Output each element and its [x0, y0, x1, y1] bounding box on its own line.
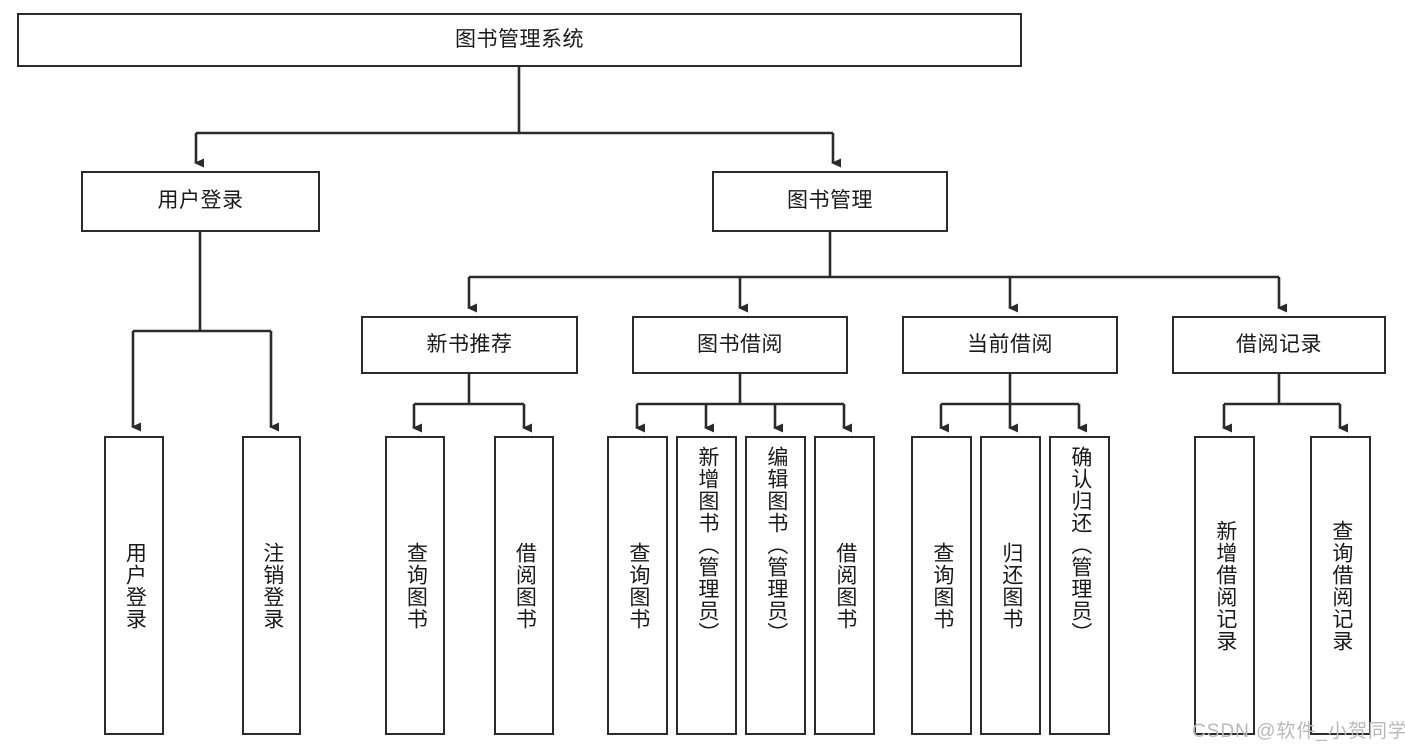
node-current-borrow[interactable]: 当前借阅 [902, 316, 1118, 374]
node-leaf-edit-book[interactable]: 编辑图书（管理员） [745, 436, 806, 735]
node-leaf-borrow-book-2-label: 借阅图书 [833, 541, 857, 630]
node-leaf-user-login-label: 用户登录 [123, 541, 147, 630]
node-leaf-add-record[interactable]: 新增借阅记录 [1194, 436, 1255, 735]
node-current-borrow-label: 当前借阅 [967, 332, 1053, 356]
node-leaf-confirm-return[interactable]: 确认归还（管理员） [1049, 436, 1110, 735]
node-leaf-borrow-book-1[interactable]: 借阅图书 [494, 436, 554, 735]
node-root-label: 图书管理系统 [455, 27, 584, 51]
node-user-login[interactable]: 用户登录 [81, 171, 320, 232]
node-borrow-record-label: 借阅记录 [1236, 332, 1322, 356]
node-leaf-query-book-3-label: 查询图书 [930, 541, 954, 630]
node-leaf-query-book-2-label: 查询图书 [626, 541, 650, 630]
node-leaf-borrow-book-2[interactable]: 借阅图书 [814, 436, 875, 735]
node-root[interactable]: 图书管理系统 [17, 13, 1022, 67]
node-leaf-logout-label: 注销登录 [260, 541, 284, 630]
node-new-book-recommend[interactable]: 新书推荐 [361, 316, 578, 374]
node-book-management[interactable]: 图书管理 [712, 171, 948, 232]
node-leaf-add-record-label: 新增借阅记录 [1213, 519, 1237, 652]
node-leaf-user-login[interactable]: 用户登录 [104, 436, 164, 735]
node-book-management-label: 图书管理 [787, 189, 873, 213]
node-leaf-add-book[interactable]: 新增图书（管理员） [676, 436, 737, 735]
node-leaf-query-book-3[interactable]: 查询图书 [911, 436, 972, 735]
node-leaf-edit-book-label: 编辑图书（管理员） [764, 446, 788, 644]
node-leaf-borrow-book-1-label: 借阅图书 [513, 541, 537, 630]
node-leaf-add-book-label: 新增图书（管理员） [695, 446, 719, 644]
node-leaf-query-book-1[interactable]: 查询图书 [385, 436, 445, 735]
node-borrow-record[interactable]: 借阅记录 [1172, 316, 1386, 374]
node-new-book-recommend-label: 新书推荐 [426, 332, 513, 356]
node-leaf-query-book-1-label: 查询图书 [404, 541, 428, 630]
node-book-borrow[interactable]: 图书借阅 [632, 316, 848, 374]
node-leaf-return-book[interactable]: 归还图书 [980, 436, 1041, 735]
node-leaf-confirm-return-label: 确认归还（管理员） [1068, 446, 1092, 644]
node-book-borrow-label: 图书借阅 [697, 332, 783, 356]
node-leaf-logout[interactable]: 注销登录 [242, 436, 301, 735]
node-leaf-return-book-label: 归还图书 [999, 541, 1023, 630]
node-user-login-label: 用户登录 [157, 189, 244, 213]
csdn-watermark: CSDN @软件_小贺同学 [1192, 721, 1405, 742]
node-leaf-query-record-label: 查询借阅记录 [1329, 519, 1353, 652]
node-leaf-query-record[interactable]: 查询借阅记录 [1310, 436, 1371, 735]
node-leaf-query-book-2[interactable]: 查询图书 [607, 436, 668, 735]
